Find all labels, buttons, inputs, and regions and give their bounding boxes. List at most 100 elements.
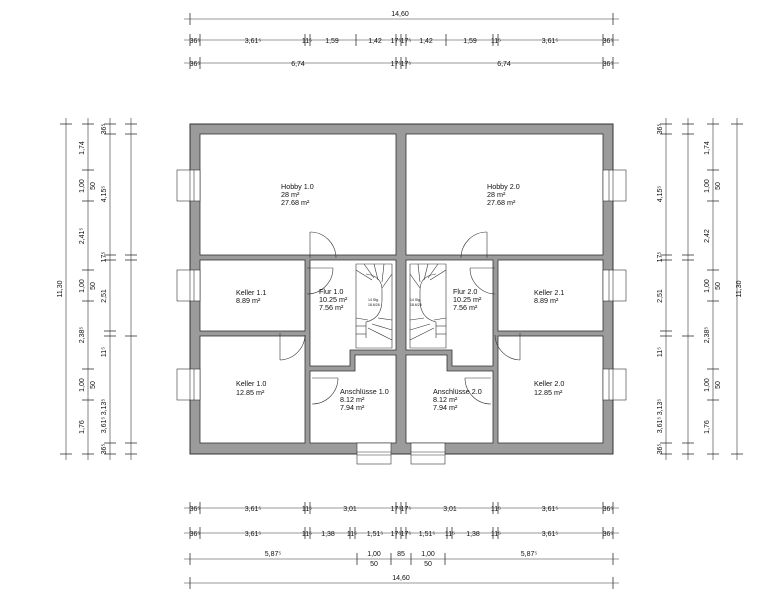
dim-right-c2-9: 50 <box>715 381 722 389</box>
room-keller-10-floor <box>199 335 306 444</box>
dim-top-r1-6: 17⁵ <box>391 38 402 45</box>
stairs-left: 14 Stg. 18.6/26 <box>355 263 393 349</box>
room-keller-20-area: 12.85 m² <box>534 388 563 397</box>
dim-bot-r2-1: 36⁵ <box>190 531 201 538</box>
dim-right-c2-6: 50 <box>715 282 722 290</box>
dim-top-overall: 14,60 <box>391 11 409 18</box>
room-labels: Hobby 1.0 28 m² 27.68 m² Hobby 2.0 28 m²… <box>236 182 564 412</box>
door-keller-10 <box>279 333 306 361</box>
dim-bot-r1-5: 17⁵ <box>391 506 402 513</box>
room-hobby-2-living-area: 27.68 m² <box>487 198 516 207</box>
dim-right-c1-7: 3,61⁵ <box>657 417 664 434</box>
dim-bot-r1-3: 11⁵ <box>302 506 312 513</box>
dim-left-c1-10: 1,76 <box>79 420 86 434</box>
dim-left-c1-6: 50 <box>90 282 97 290</box>
dim-top-r1-12: 36⁵ <box>603 38 614 45</box>
dim-bot-r3-c: 85 <box>397 551 405 558</box>
dim-left-c1-4: 2,41⁵ <box>79 228 86 245</box>
room-hobby-1-name: Hobby 1.0 <box>281 182 314 191</box>
doors <box>279 231 521 405</box>
dim-top-r2-1: 36⁵ <box>190 61 201 68</box>
room-anschluesse-1-floor <box>309 354 397 444</box>
room-hobby-1-area: 28 m² <box>281 190 300 199</box>
room-anschluesse-2-area: 8.12 m² <box>433 395 458 404</box>
dim-bot-r2-11: 1,38 <box>466 531 480 538</box>
room-flur-2-living-area: 7.56 m² <box>453 303 478 312</box>
dim-top-r1-4: 1,59 <box>325 38 339 45</box>
window-left-3 <box>176 368 201 401</box>
dimension-lines: 14,60 36⁵ 3,61⁵ 11⁵ 1,59 1,42 17⁵ 17⁵ 1,… <box>57 11 743 589</box>
dim-bot-r1-2: 3,61⁵ <box>245 506 262 513</box>
dim-bot-r2-9: 1,51⁵ <box>419 531 436 538</box>
room-hobby-2-area: 28 m² <box>487 190 506 199</box>
dim-bot-r1-1: 36⁵ <box>190 506 201 513</box>
dim-bot-r3-d: 1,00 <box>421 551 435 558</box>
dim-right-c2-4: 2,42 <box>704 229 711 243</box>
window-bottom-1 <box>356 442 392 465</box>
door-keller-20 <box>494 333 521 361</box>
room-hobby-1-floor <box>199 133 397 256</box>
door-hobby-2 <box>460 231 488 259</box>
room-flur-2-area: 10.25 m² <box>453 295 482 304</box>
room-flur-1-living-area: 7.56 m² <box>319 303 344 312</box>
room-keller-10-area: 12.85 m² <box>236 388 265 397</box>
dim-left-c2-5: 11⁵ <box>101 347 108 357</box>
room-hobby-2-name: Hobby 2.0 <box>487 182 520 191</box>
room-keller-11-floor <box>199 259 306 332</box>
dim-bot-r2-4: 1,38 <box>321 531 335 538</box>
dim-bot-r2-5: 11⁵ <box>347 531 357 538</box>
dim-top-r1-3: 11⁵ <box>302 38 312 45</box>
window-right-3 <box>602 368 627 401</box>
dim-left-c2-1: 36⁵ <box>101 124 108 135</box>
dim-left-c1-1: 1,74 <box>79 141 86 155</box>
dim-right-c1-1: 36⁵ <box>657 124 664 135</box>
dim-right-c1-2: 4,15⁵ <box>657 186 664 203</box>
dim-left-c2-2: 4,15⁵ <box>101 186 108 203</box>
dim-top-r1-8: 1,42 <box>419 38 433 45</box>
room-anschluesse-1-living-area: 7.94 m² <box>340 403 365 412</box>
dim-right-c2-10: 1,76 <box>704 420 711 434</box>
dim-top-r2-5: 6,74 <box>497 61 511 68</box>
door-anschluesse-2 <box>464 377 492 405</box>
dim-top-r1-5: 1,42 <box>368 38 382 45</box>
room-keller-21-floor <box>497 259 604 332</box>
stair-right-ratio: 18.6/26 <box>410 303 422 307</box>
dim-right-c2-2: 1,00 <box>704 179 711 193</box>
room-flur-1-area: 10.25 m² <box>319 295 348 304</box>
dim-top-r1-9: 1,59 <box>463 38 477 45</box>
window-right-2 <box>602 269 627 302</box>
dim-left-c2-7: 3,61⁵ <box>101 417 108 434</box>
room-anschluesse-2-living-area: 7.94 m² <box>433 403 458 412</box>
dim-right-c2-8: 1,00 <box>704 378 711 392</box>
dim-bot-r1-8: 11⁵ <box>491 506 501 513</box>
stair-left-ratio: 18.6/26 <box>368 303 380 307</box>
room-anschluesse-1-area: 8.12 m² <box>340 395 365 404</box>
dim-top-r1-2: 3,61⁵ <box>245 38 262 45</box>
dim-bot-r2-12: 11⁵ <box>491 531 501 538</box>
door-keller-21 <box>469 267 496 295</box>
dim-top-r2-4: 17⁵ <box>401 61 412 68</box>
dim-left-c1-9: 50 <box>90 381 97 389</box>
stair-left-steps: 14 Stg. <box>368 298 379 302</box>
dim-bot-r2-13: 3,61⁵ <box>542 531 559 538</box>
dim-left-c2-4: 2,51 <box>101 289 108 303</box>
dim-bot-r2-6: 1,51⁵ <box>367 531 384 538</box>
dim-left-c2-3: 17⁵ <box>101 252 108 263</box>
room-hobby-1-living-area: 27.68 m² <box>281 198 310 207</box>
room-keller-21-name: Keller 2.1 <box>534 288 564 297</box>
room-flur-2-name: Flur 2.0 <box>453 287 477 296</box>
dim-left-c1-8: 1,00 <box>79 378 86 392</box>
dim-left-c2-8: 36⁵ <box>101 444 108 455</box>
dim-bot-r1-6: 17⁵ <box>401 506 412 513</box>
dim-bot-r1-7: 3,01 <box>443 506 457 513</box>
dim-right-c1-4: 2,51 <box>657 289 664 303</box>
door-hobby-1 <box>309 231 337 259</box>
dim-right-c2-5: 1,00 <box>704 279 711 293</box>
dim-left-c1-2: 1,00 <box>79 179 86 193</box>
dim-bot-r2-14: 36⁵ <box>603 531 614 538</box>
walls <box>189 123 614 455</box>
dim-right-c1-6: 3,13⁵ <box>657 399 664 416</box>
dim-right-c2-7: 2,38⁵ <box>704 327 711 344</box>
dim-left-c1-5: 1,00 <box>79 279 86 293</box>
dim-right-c1-3: 17⁵ <box>657 252 664 263</box>
